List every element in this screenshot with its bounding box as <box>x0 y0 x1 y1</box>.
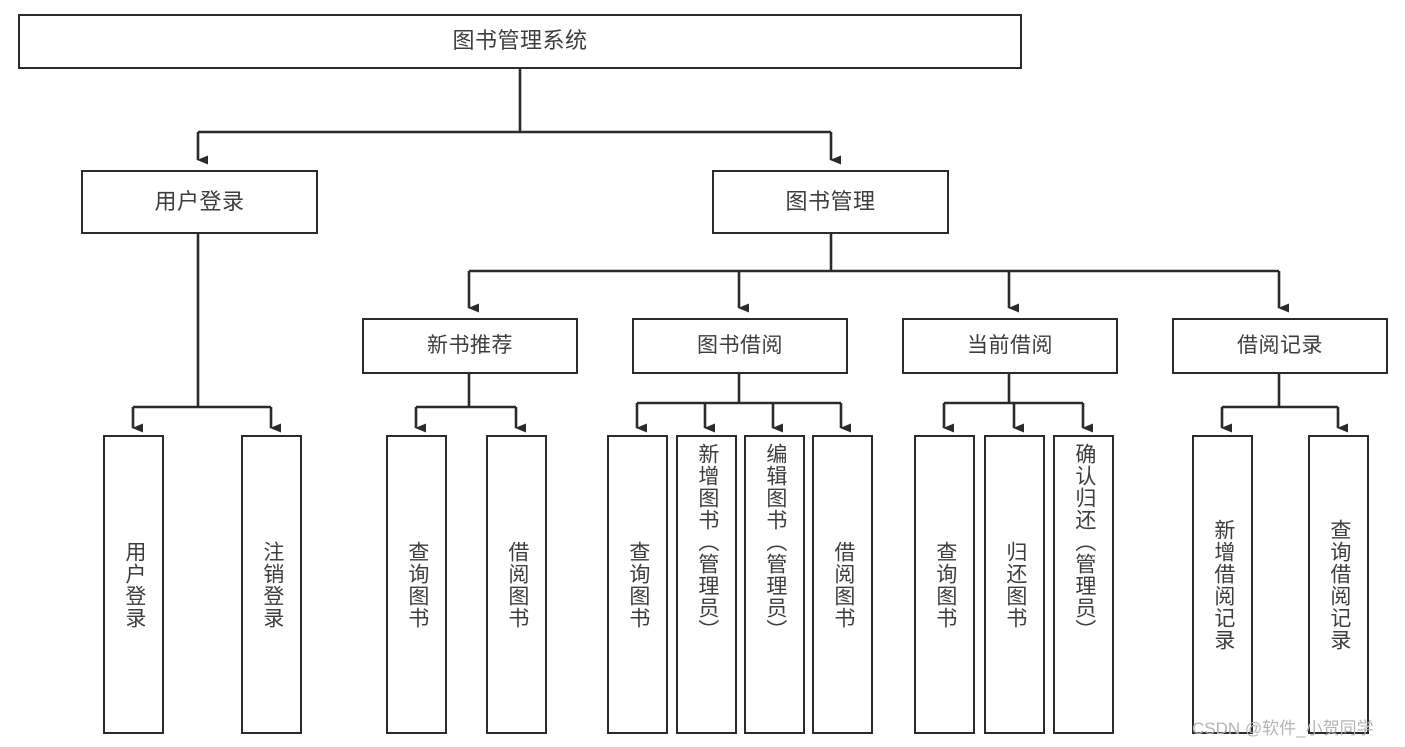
node-leaf-confirm-return[interactable]: 确认归还（管理员） <box>1053 435 1114 734</box>
node-leaf-borrow-book-2-label: 借阅图书 <box>831 540 855 629</box>
node-leaf-query-book-2[interactable]: 查询图书 <box>607 435 668 734</box>
node-book-borrow[interactable]: 图书借阅 <box>632 318 848 374</box>
node-new-book-recommend-label: 新书推荐 <box>427 334 513 358</box>
node-leaf-edit-book[interactable]: 编辑图书（管理员） <box>744 435 805 734</box>
node-borrow-record-label: 借阅记录 <box>1237 334 1323 358</box>
node-leaf-confirm-return-label: 确认归还（管理员） <box>1072 443 1096 641</box>
node-leaf-query-book-2-label: 查询图书 <box>626 540 650 629</box>
node-leaf-user-logout[interactable]: 注销登录 <box>241 435 302 734</box>
node-leaf-query-book-1[interactable]: 查询图书 <box>386 435 447 734</box>
node-root-label: 图书管理系统 <box>452 28 588 54</box>
node-leaf-add-record-label: 新增借阅记录 <box>1211 518 1235 651</box>
node-leaf-add-record[interactable]: 新增借阅记录 <box>1192 435 1253 734</box>
node-leaf-query-book-1-label: 查询图书 <box>405 540 429 629</box>
node-leaf-query-book-3[interactable]: 查询图书 <box>914 435 975 734</box>
node-book-management-label: 图书管理 <box>785 188 876 214</box>
node-leaf-query-book-3-label: 查询图书 <box>933 540 957 629</box>
node-current-borrow[interactable]: 当前借阅 <box>902 318 1118 374</box>
node-leaf-return-book-label: 归还图书 <box>1003 540 1027 629</box>
node-leaf-add-book[interactable]: 新增图书（管理员） <box>676 435 737 734</box>
node-leaf-edit-book-label: 编辑图书（管理员） <box>763 443 787 641</box>
node-leaf-user-login[interactable]: 用户登录 <box>103 435 164 734</box>
node-book-borrow-label: 图书借阅 <box>697 334 783 358</box>
node-new-book-recommend[interactable]: 新书推荐 <box>362 318 578 374</box>
node-current-borrow-label: 当前借阅 <box>967 334 1053 358</box>
node-borrow-record[interactable]: 借阅记录 <box>1172 318 1388 374</box>
node-leaf-user-logout-label: 注销登录 <box>260 540 284 629</box>
node-leaf-add-book-label: 新增图书（管理员） <box>695 443 719 641</box>
node-leaf-query-record[interactable]: 查询借阅记录 <box>1308 435 1369 734</box>
node-leaf-borrow-book-1-label: 借阅图书 <box>505 540 529 629</box>
node-leaf-user-login-label: 用户登录 <box>122 540 146 629</box>
node-leaf-borrow-book-2[interactable]: 借阅图书 <box>812 435 873 734</box>
node-leaf-return-book[interactable]: 归还图书 <box>984 435 1045 734</box>
node-user-login[interactable]: 用户登录 <box>81 170 318 234</box>
node-leaf-borrow-book-1[interactable]: 借阅图书 <box>486 435 547 734</box>
watermark: CSDN @软件_小贺同学 <box>1192 719 1374 738</box>
node-leaf-query-record-label: 查询借阅记录 <box>1327 518 1351 651</box>
node-book-management[interactable]: 图书管理 <box>712 170 949 234</box>
node-root[interactable]: 图书管理系统 <box>18 14 1022 69</box>
node-user-login-label: 用户登录 <box>154 188 245 214</box>
